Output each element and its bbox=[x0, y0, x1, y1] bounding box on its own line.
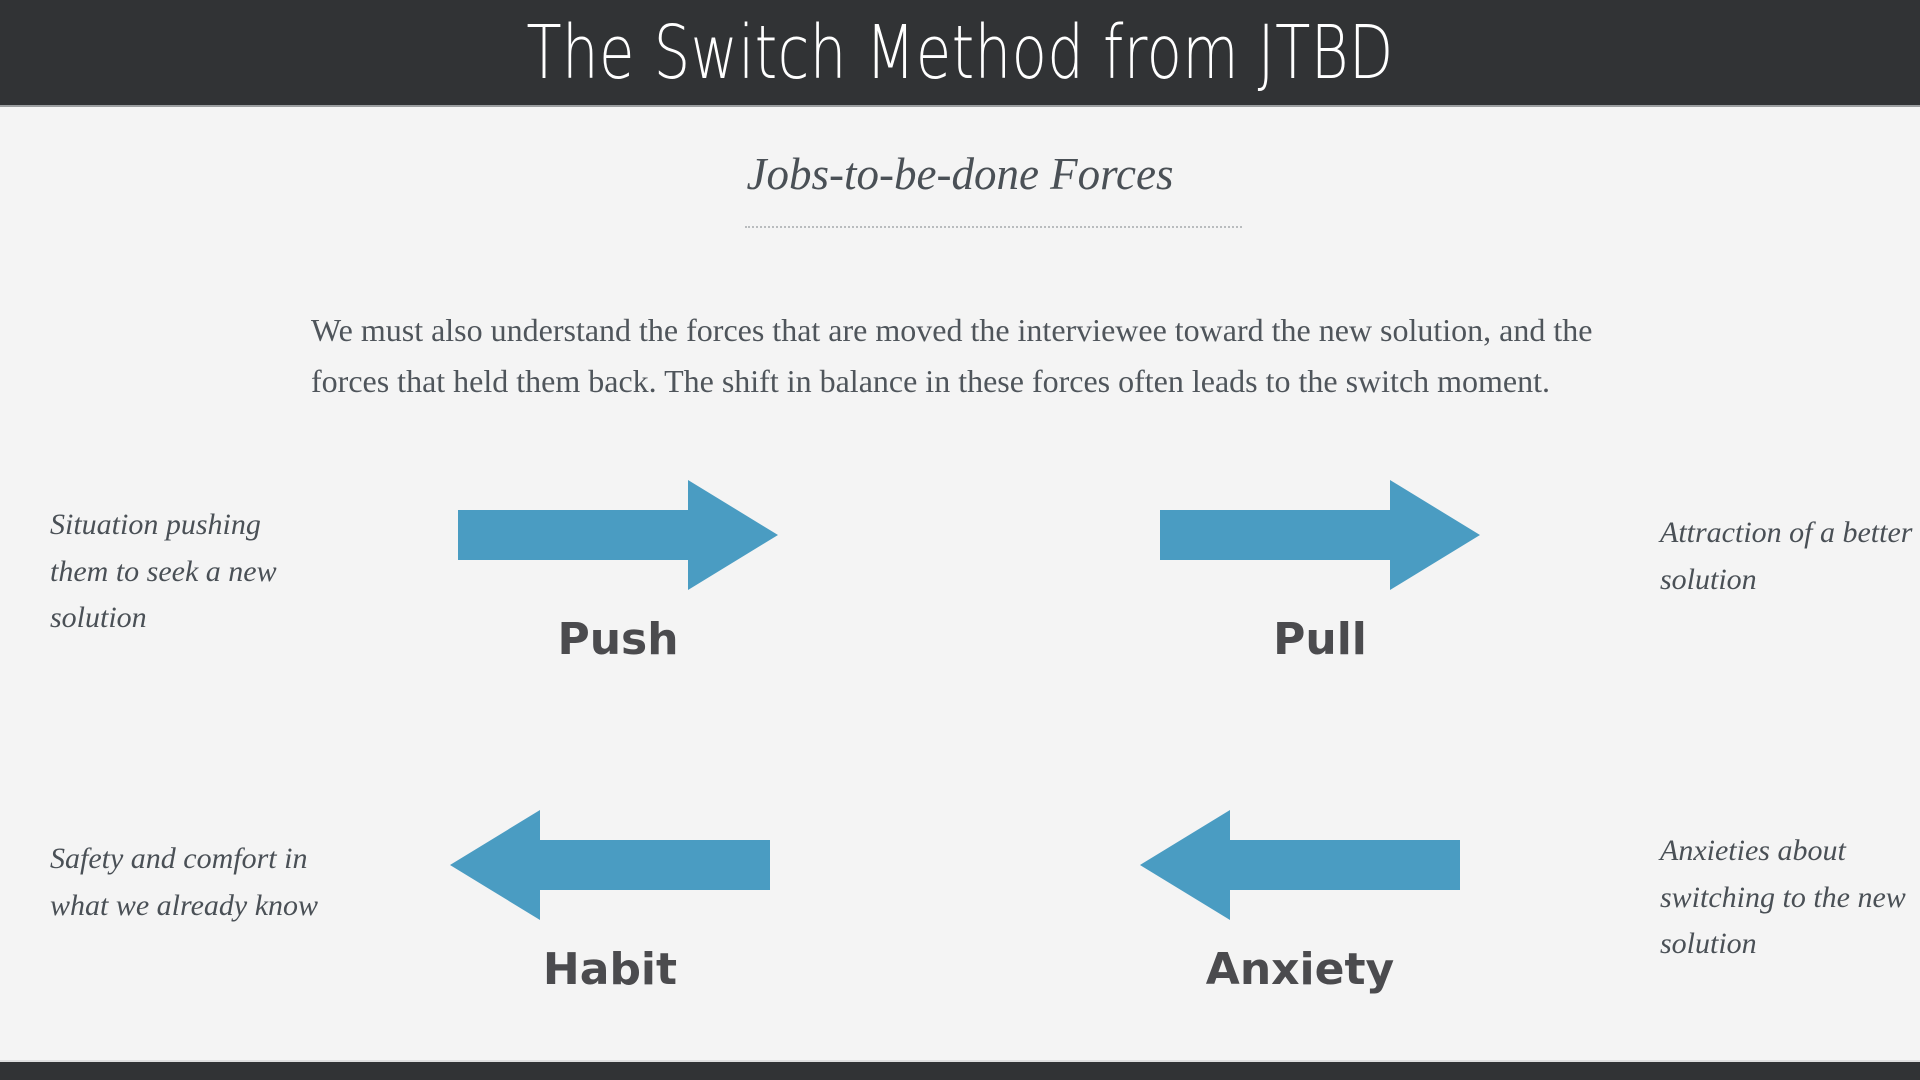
force-block-anxiety[interactable]: Anxiety bbox=[1140, 810, 1460, 992]
force-row-top: Situation pushing them to seek a new sol… bbox=[0, 480, 1920, 680]
arrow-left-icon bbox=[1140, 810, 1460, 920]
force-note-push: Situation pushing them to seek a new sol… bbox=[50, 508, 277, 634]
footer-divider bbox=[0, 1060, 1920, 1062]
force-note-habit: Safety and comfort in what we already kn… bbox=[50, 842, 319, 922]
subtitle-dotted-divider bbox=[745, 226, 1242, 228]
header-divider bbox=[0, 105, 1920, 107]
force-note-anxiety: Anxieties about switching to the new sol… bbox=[1660, 834, 1906, 960]
section-subtitle: Jobs-to-be-done Forces bbox=[746, 149, 1174, 199]
arrow-right-icon bbox=[1160, 480, 1480, 590]
intro-paragraph: We must also understand the forces that … bbox=[311, 312, 1593, 399]
force-block-habit[interactable]: Habit bbox=[450, 810, 770, 992]
header-bar: The Switch Method from JTBD bbox=[0, 0, 1920, 106]
arrow-left-icon bbox=[450, 810, 770, 920]
force-label-push: Push bbox=[557, 614, 679, 665]
force-note-pull: Attraction of a better solution bbox=[1660, 516, 1913, 596]
force-label-habit: Habit bbox=[542, 944, 678, 995]
force-label-pull: Pull bbox=[1273, 614, 1367, 665]
force-label-anxiety: Anxiety bbox=[1205, 944, 1395, 995]
force-block-pull[interactable]: Pull bbox=[1160, 480, 1480, 662]
arrow-right-icon bbox=[458, 480, 778, 590]
page-title: The Switch Method from JTBD bbox=[526, 10, 1394, 96]
footer-bar bbox=[0, 1062, 1920, 1080]
force-row-bottom: Safety and comfort in what we already kn… bbox=[0, 810, 1920, 1010]
force-block-push[interactable]: Push bbox=[458, 480, 778, 662]
